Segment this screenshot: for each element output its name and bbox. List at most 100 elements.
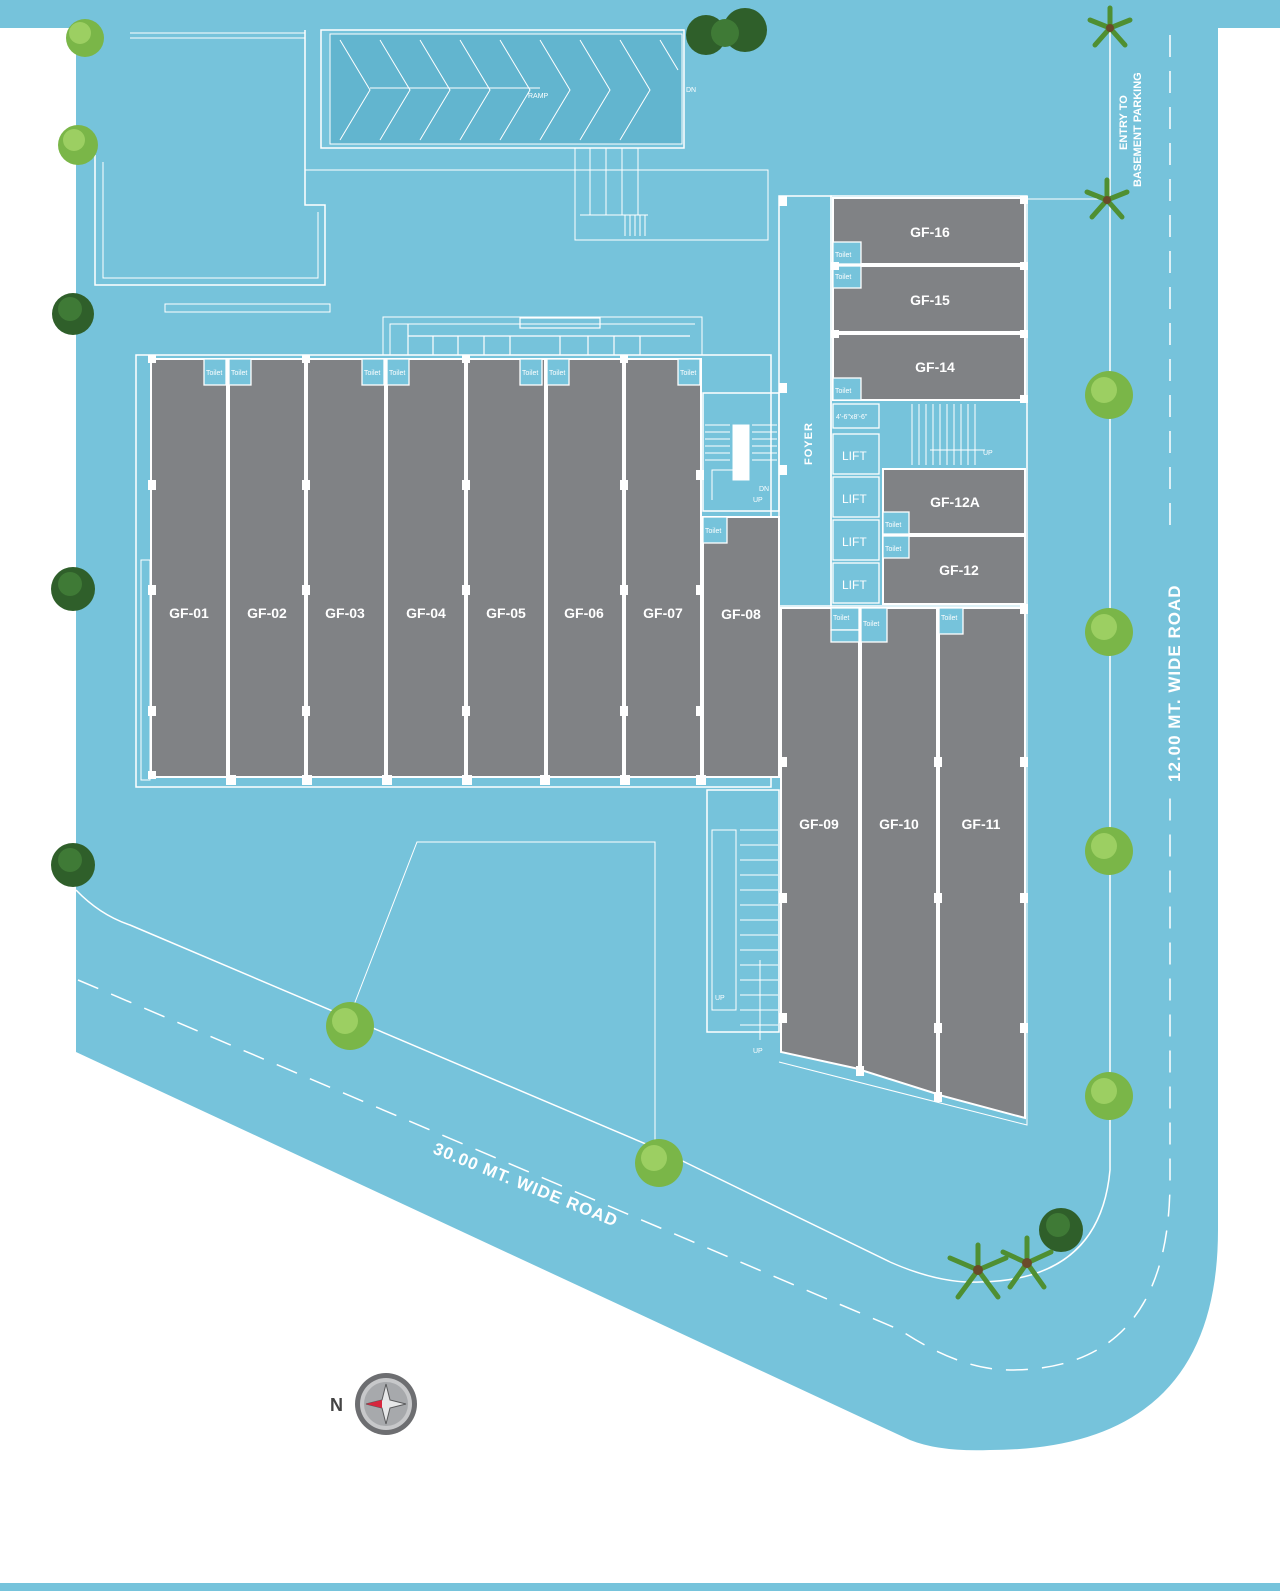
unit-gf08[interactable] bbox=[702, 516, 780, 778]
label-gf03: GF-03 bbox=[325, 605, 365, 621]
unit-gf16[interactable] bbox=[832, 197, 1026, 265]
toilet-label-14: Toilet bbox=[835, 388, 851, 395]
nw-bench bbox=[164, 303, 331, 313]
unit-gf02[interactable] bbox=[228, 358, 306, 778]
bottom-border-band bbox=[0, 1583, 1280, 1591]
columns-east bbox=[779, 196, 1028, 1102]
ramp-dn-label: DN bbox=[686, 87, 696, 94]
label-gf02: GF-02 bbox=[247, 605, 287, 621]
unit-gf09[interactable] bbox=[780, 607, 860, 1071]
toilet-label-12: Toilet bbox=[885, 546, 901, 553]
toilet-label-3: Toilet bbox=[364, 370, 380, 377]
toilet-gf11 bbox=[938, 607, 964, 635]
foyer-column-3 bbox=[779, 465, 787, 475]
north-passage bbox=[382, 316, 703, 355]
ramp-stair-outline bbox=[304, 148, 769, 241]
north-boundary-line bbox=[130, 32, 306, 39]
toilet-gf09b bbox=[830, 629, 860, 643]
escalator-up-label: UP bbox=[715, 995, 725, 1002]
palm-tree-icon bbox=[1087, 5, 1133, 48]
toilet-gf14 bbox=[832, 377, 862, 401]
toilet-label-8: Toilet bbox=[705, 528, 721, 535]
toilet-label-7: Toilet bbox=[680, 370, 696, 377]
toilet-dim-label: 4'-6"x8'-6" bbox=[836, 414, 868, 421]
compass-icon bbox=[355, 1373, 417, 1435]
toilet-label-12a: Toilet bbox=[885, 522, 901, 529]
lift-2 bbox=[832, 476, 880, 518]
unit-gf11[interactable] bbox=[938, 607, 1026, 1120]
toilet-gf01 bbox=[203, 358, 227, 386]
toilet-label-2: Toilet bbox=[231, 370, 247, 377]
escalator-treads bbox=[711, 829, 778, 1040]
label-gf06: GF-06 bbox=[564, 605, 604, 621]
toilet-gf06 bbox=[546, 358, 570, 386]
palm-tree-icon bbox=[1000, 1235, 1054, 1290]
stair-up-label: UP bbox=[753, 497, 763, 504]
label-gf11: GF-11 bbox=[962, 816, 1001, 832]
south-east-block-outline bbox=[778, 605, 1028, 1126]
label-gf01: GF-01 bbox=[169, 605, 209, 621]
toilet-gf08 bbox=[702, 516, 728, 544]
unit-gf05[interactable] bbox=[466, 358, 546, 778]
toilet-gf02 bbox=[228, 358, 252, 386]
palm-tree-icon bbox=[1084, 177, 1130, 220]
label-gf16: GF-16 bbox=[910, 224, 950, 240]
south-stair-up-label: UP bbox=[753, 1048, 763, 1055]
toilet-label-1: Toilet bbox=[206, 370, 222, 377]
unit-gf06[interactable] bbox=[546, 358, 624, 778]
toilet-gf15 bbox=[832, 265, 862, 289]
unit-gf14[interactable] bbox=[832, 333, 1026, 401]
entry-label-line2: BASEMENT PARKING bbox=[1132, 72, 1144, 187]
ramp-stair-treads bbox=[580, 148, 648, 236]
lift-3 bbox=[832, 519, 880, 561]
label-gf14: GF-14 bbox=[915, 359, 955, 375]
toilet-label-09: Toilet bbox=[833, 615, 849, 622]
ramp-chevrons bbox=[339, 39, 679, 141]
toilet-gf16 bbox=[832, 241, 862, 265]
entry-label-line1: ENTRY TO bbox=[1118, 95, 1130, 150]
road-label-east: 12.00 MT. WIDE ROAD bbox=[1165, 584, 1184, 782]
lift-1 bbox=[832, 433, 880, 475]
ramp-label: RAMP bbox=[528, 93, 549, 100]
east-stair-up-label: UP bbox=[983, 450, 993, 457]
north-passage-ticks bbox=[407, 317, 690, 355]
south-road-edge bbox=[75, 889, 891, 1263]
east-stair-treads bbox=[911, 404, 985, 465]
unit-gf10[interactable] bbox=[860, 607, 938, 1096]
toilet-label-10: Toilet bbox=[863, 621, 879, 628]
nw-lawn-inner bbox=[102, 162, 319, 279]
toilet-label-5: Toilet bbox=[522, 370, 538, 377]
label-gf05: GF-05 bbox=[486, 605, 526, 621]
trees bbox=[51, 8, 1133, 1252]
unit-gf15[interactable] bbox=[832, 265, 1026, 333]
toilet-gf04 bbox=[386, 358, 410, 386]
unit-gf07[interactable] bbox=[624, 358, 702, 778]
foyer-column-2 bbox=[779, 383, 787, 393]
escalator-outline bbox=[706, 789, 780, 1033]
lift-label-4: LIFT bbox=[842, 578, 867, 592]
unit-gf04[interactable] bbox=[386, 358, 466, 778]
lift-label-3: LIFT bbox=[842, 535, 867, 549]
stair-core-treads bbox=[705, 424, 777, 500]
toilet-label-11: Toilet bbox=[941, 615, 957, 622]
unit-gf03[interactable] bbox=[306, 358, 386, 778]
palm-tree-icon bbox=[947, 1242, 1009, 1300]
north-label: N bbox=[330, 1395, 343, 1415]
toilet-gf12 bbox=[882, 535, 910, 559]
toilet-gf03 bbox=[361, 358, 385, 386]
ramp-outline bbox=[320, 29, 685, 149]
label-gf07: GF-07 bbox=[643, 605, 683, 621]
toilet-gf07 bbox=[677, 358, 701, 386]
toilet-label-6: Toilet bbox=[549, 370, 565, 377]
palm-trees bbox=[947, 5, 1133, 1300]
lift-label-1: LIFT bbox=[842, 449, 867, 463]
label-gf09: GF-09 bbox=[799, 816, 839, 832]
top-road-band bbox=[0, 0, 1280, 28]
unit-gf01[interactable] bbox=[150, 358, 228, 778]
toilet-dim-box bbox=[832, 403, 880, 429]
east-road-edge bbox=[889, 30, 1111, 1283]
label-gf08: GF-08 bbox=[721, 606, 761, 622]
toilet-label-15: Toilet bbox=[835, 274, 851, 281]
columns-west bbox=[148, 355, 706, 785]
